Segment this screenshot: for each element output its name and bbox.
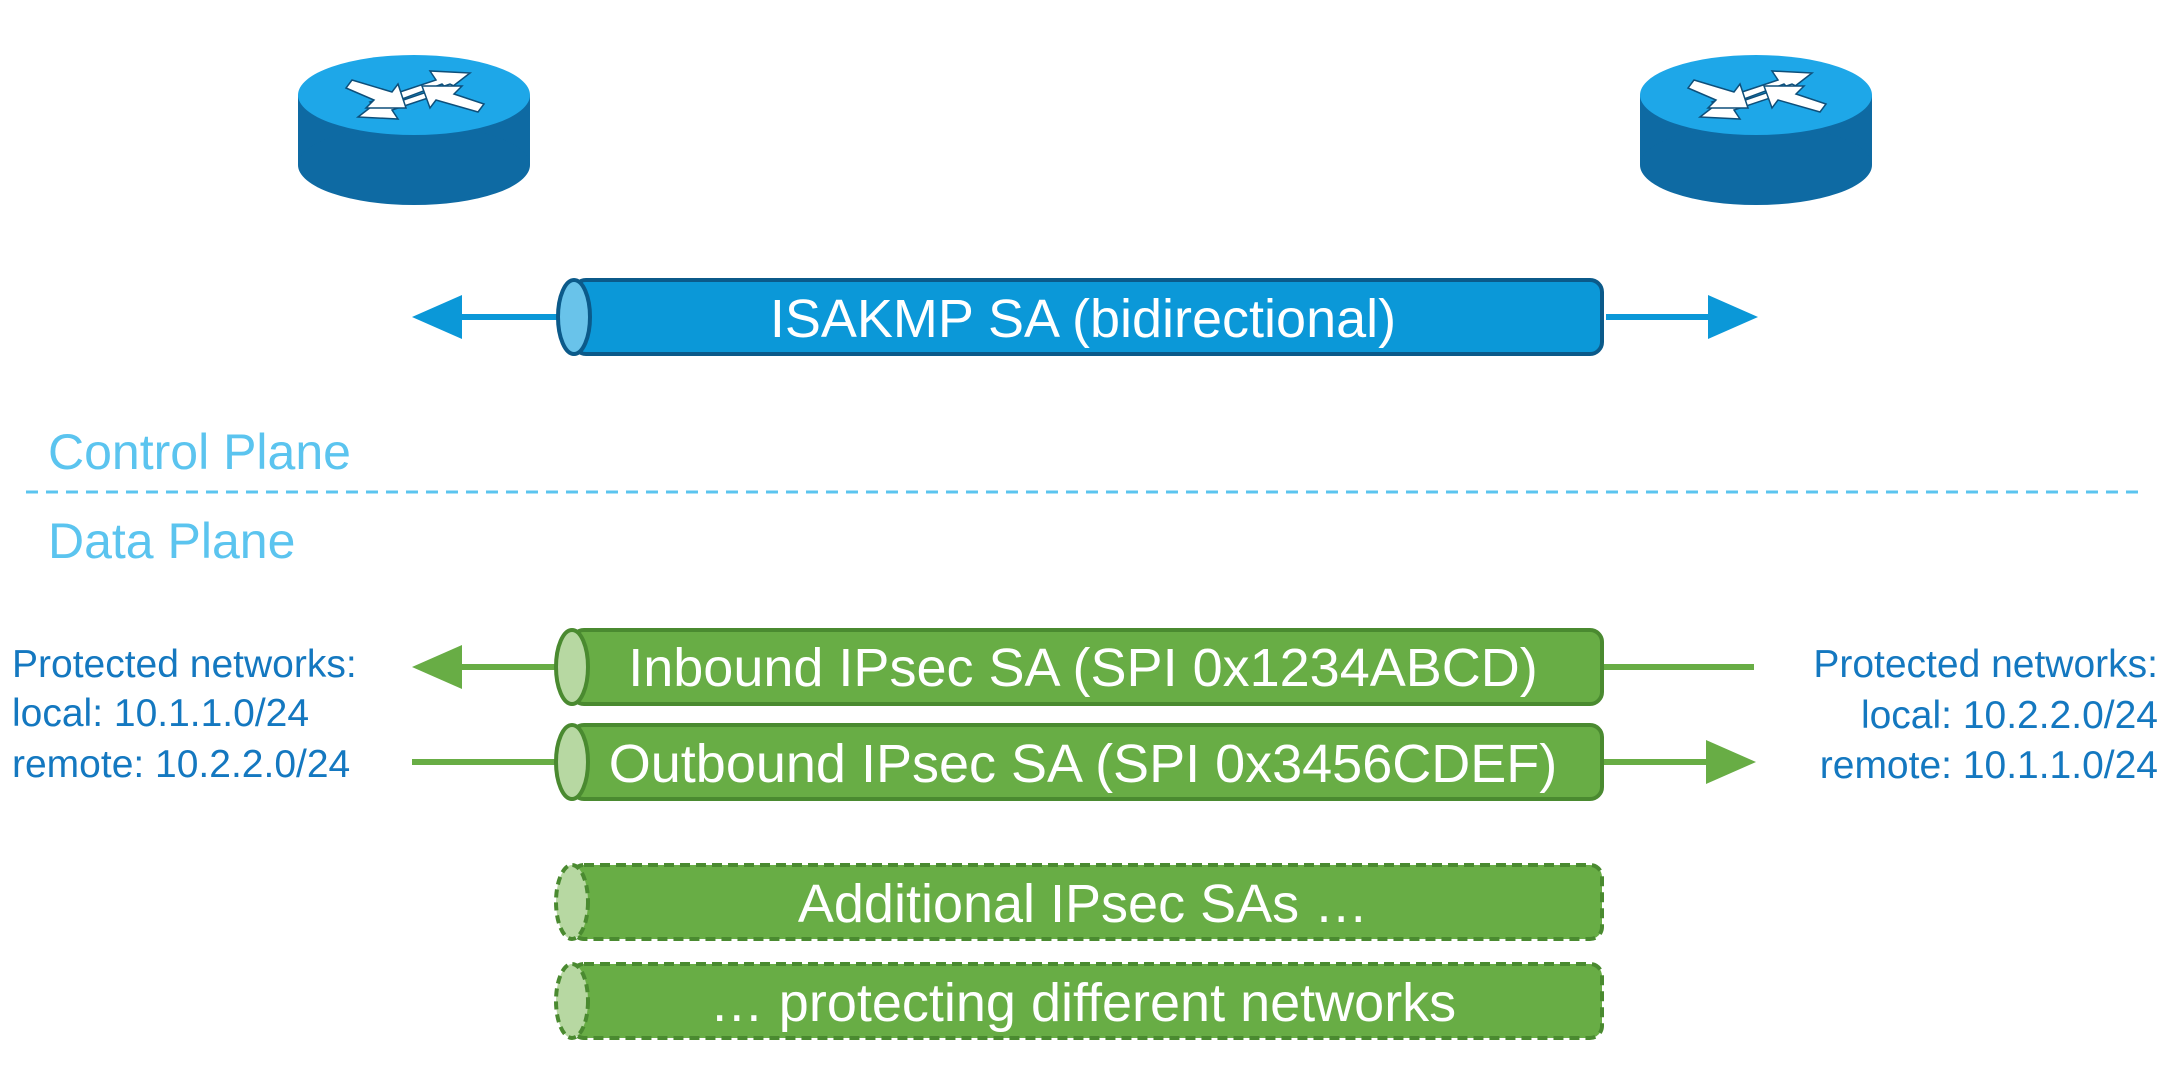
additional-label: Additional IPsec SAs … xyxy=(798,874,1368,934)
data-plane-label: Data Plane xyxy=(48,513,295,569)
protecting-ipsec-sa: … protecting different networks xyxy=(554,962,1604,1040)
outbound-arrowhead xyxy=(1706,740,1756,784)
left-networks-title: Protected networks: xyxy=(12,643,357,686)
isakmp-left-arrowhead xyxy=(412,295,462,339)
inbound-ipsec-sa: Inbound IPsec SA (SPI 0x1234ABCD) xyxy=(412,628,1754,706)
outbound-tube-cap xyxy=(554,723,590,801)
left-protected-networks: Protected networks: local: 10.1.1.0/24 r… xyxy=(12,643,357,786)
isakmp-sa: ISAKMP SA (bidirectional) xyxy=(412,278,1758,356)
isakmp-tube-cap xyxy=(556,278,592,356)
right-networks-title: Protected networks: xyxy=(1813,643,2158,686)
isakmp-label: ISAKMP SA (bidirectional) xyxy=(770,289,1396,349)
additional-tube xyxy=(570,863,1604,941)
right-router-icon xyxy=(1640,55,1872,205)
protecting-label: … protecting different networks xyxy=(710,973,1456,1033)
inbound-arrowhead xyxy=(412,645,462,689)
right-networks-remote: remote: 10.1.1.0/24 xyxy=(1820,744,2158,787)
isakmp-right-arrowhead xyxy=(1708,295,1758,339)
left-router-icon xyxy=(298,55,530,205)
outbound-label: Outbound IPsec SA (SPI 0x3456CDEF) xyxy=(609,734,1557,794)
outbound-ipsec-sa: Outbound IPsec SA (SPI 0x3456CDEF) xyxy=(412,723,1756,801)
right-protected-networks: Protected networks: local: 10.2.2.0/24 r… xyxy=(1813,643,2158,787)
left-networks-local: local: 10.1.1.0/24 xyxy=(12,692,309,735)
right-networks-local: local: 10.2.2.0/24 xyxy=(1861,694,2158,737)
protecting-tube xyxy=(570,962,1604,1040)
left-networks-remote: remote: 10.2.2.0/24 xyxy=(12,743,350,786)
inbound-label: Inbound IPsec SA (SPI 0x1234ABCD) xyxy=(628,638,1538,698)
control-plane-label: Control Plane xyxy=(48,424,351,480)
additional-tube-cap xyxy=(554,863,590,941)
additional-ipsec-sa: Additional IPsec SAs … xyxy=(554,863,1604,941)
inbound-tube-cap xyxy=(554,628,590,706)
protecting-tube-cap xyxy=(554,962,590,1040)
